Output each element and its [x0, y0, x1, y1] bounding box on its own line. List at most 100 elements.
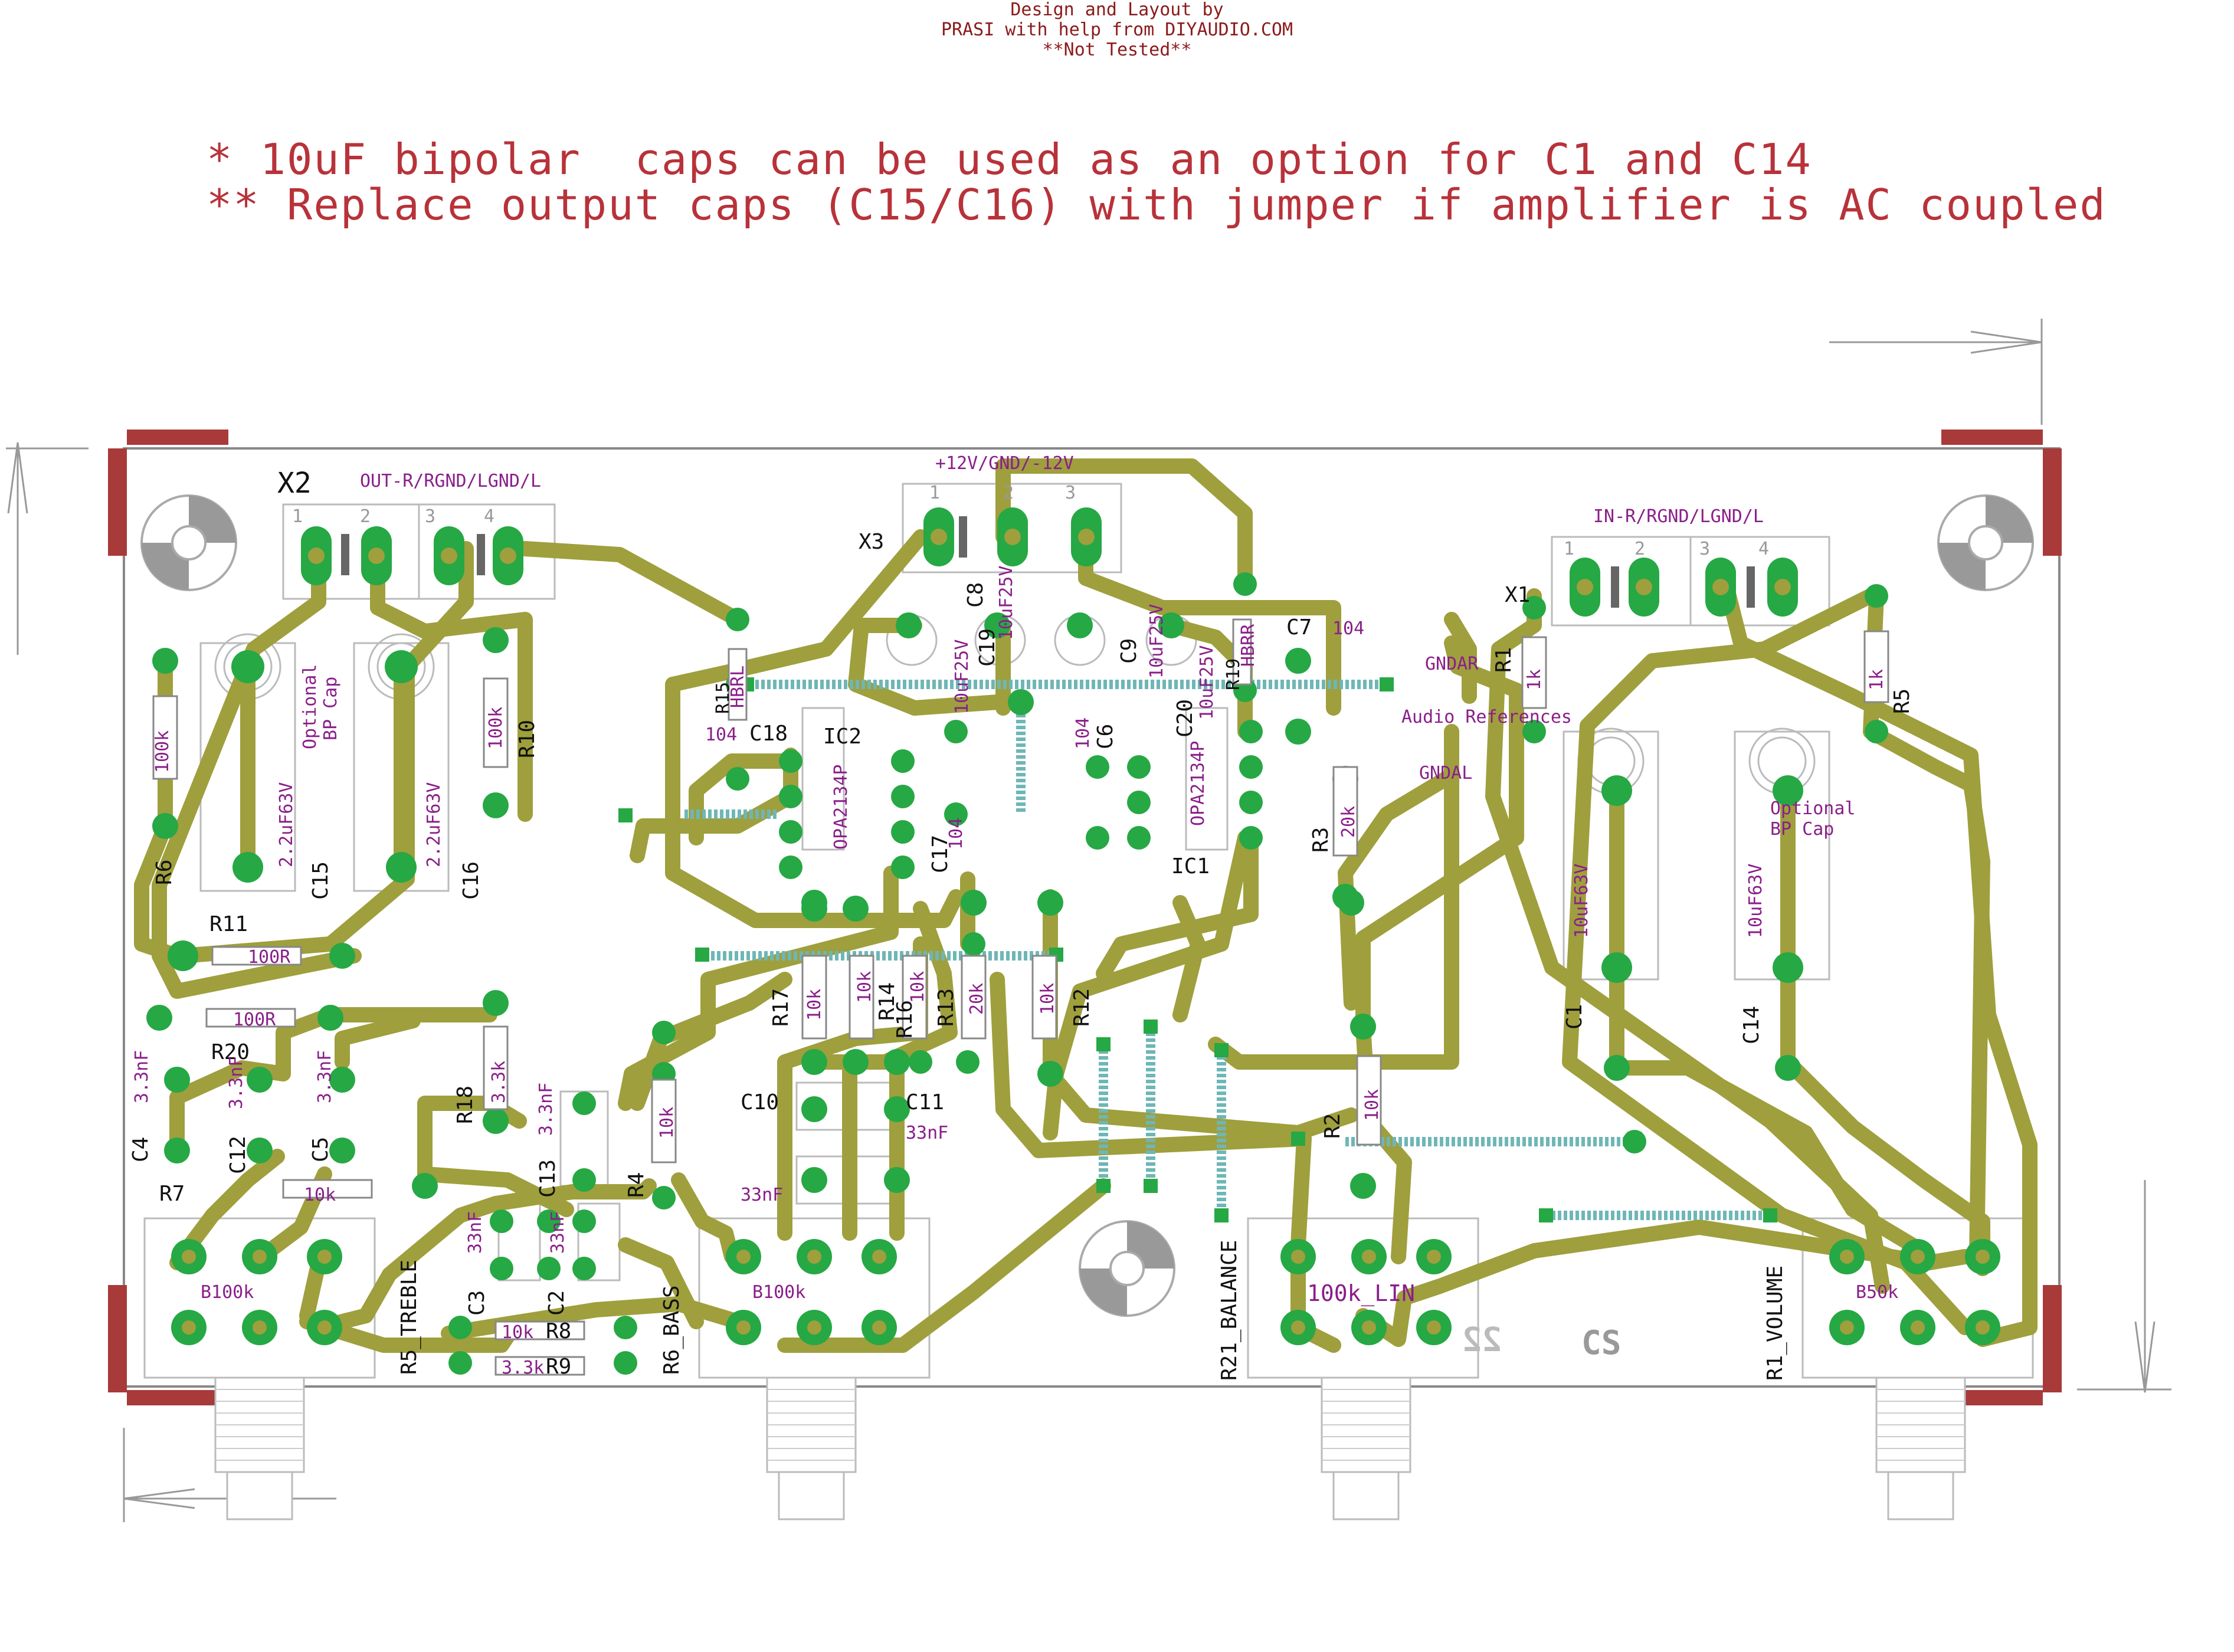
silk-rotated-labels: R6 C15 C16 R10 C19 C8 C9 C6 C20 R19 R15 …: [129, 582, 1914, 1381]
c17-label: C17: [928, 835, 952, 873]
x2-pin-label: OUT-R/RGND/LGND/L: [360, 471, 541, 491]
c8-label: C8: [964, 582, 988, 608]
c18-value: 104: [705, 725, 737, 745]
mounting-hole-icon: [1937, 494, 2034, 591]
r17-value: 10k: [804, 989, 825, 1021]
audio-ref-label: Audio References: [1401, 707, 1572, 727]
c1-value: 10uF63V: [1571, 864, 1592, 938]
c11-label: C11: [906, 1090, 944, 1115]
r9-label: R9: [546, 1355, 571, 1379]
c5-label: C5: [309, 1137, 333, 1162]
c15-optional: Optional: [300, 664, 320, 750]
treble-pot-value: B100k: [201, 1282, 254, 1303]
c8-value: 10uF25V: [996, 566, 1017, 640]
c20-label: C20: [1173, 699, 1197, 738]
c10-value: 33nF: [741, 1185, 783, 1205]
ic2-part: OPA2134P: [831, 765, 851, 850]
r8-value: 10k: [502, 1322, 533, 1343]
ic1-part: OPA2134P: [1188, 741, 1208, 827]
r14-value: 10k: [854, 971, 875, 1003]
c17-value: 104: [946, 818, 967, 850]
r7-value: 10k: [304, 1185, 336, 1205]
c14-optional: Optional: [1770, 798, 1856, 819]
svg-text:1: 1: [292, 506, 303, 527]
r2-label: R2: [1321, 1113, 1345, 1139]
r6-value: 100k: [152, 730, 173, 773]
c16-value: 2.2uF63V: [424, 782, 444, 868]
c13-label: C13: [536, 1159, 560, 1198]
r8-label: R8: [546, 1319, 571, 1343]
balance-pot-value: 100k_LIN: [1307, 1280, 1415, 1307]
x3-name: X3: [859, 530, 884, 554]
silk-ref-labels: X2 X3 X1 IC2 IC1 C18 C7 R11 R20 R7 C10 C…: [159, 467, 1530, 1379]
svg-text:CS: CS: [1581, 1324, 1621, 1362]
ic1-label: IC1: [1171, 854, 1210, 879]
bottom-traces: [684, 680, 1770, 1220]
r5-value: 1k: [1866, 669, 1887, 690]
c2-label: C2: [545, 1290, 569, 1316]
c1-label: C1: [1563, 1004, 1587, 1030]
bass-pot-value: B100k: [752, 1282, 805, 1303]
mounting-hole-icon: [1079, 1220, 1175, 1317]
c12-value: 3.3nF: [226, 1056, 247, 1109]
r10-value: 100k: [486, 707, 506, 749]
r3-label: R3: [1309, 827, 1333, 853]
r19-label: R19: [1223, 658, 1244, 690]
c9-value: 10uF25V: [1147, 604, 1167, 678]
note-bipolar-caps: * 10uF bipolar caps can be used as an op…: [207, 135, 1812, 184]
note-output-caps: ** Replace output caps (C15/C16) with ju…: [207, 180, 2107, 230]
c13-value: 3.3nF: [536, 1083, 556, 1136]
corner-bumpers: [108, 430, 2062, 1405]
r20-label: R20: [211, 1040, 250, 1064]
pot-pads: [171, 1239, 2000, 1345]
c5-value: 3.3nF: [315, 1050, 335, 1103]
r3-value: 20k: [1338, 806, 1359, 838]
c2-value: 33nF: [548, 1211, 568, 1254]
gndal-label: GNDAL: [1419, 763, 1472, 784]
pin-numbers: 1 2 3 4 1 2 3 1 2 3 4: [292, 483, 1769, 559]
c6-label: C6: [1093, 724, 1118, 749]
mounting-hole-icon: [140, 494, 237, 591]
r4-label: R4: [624, 1172, 648, 1198]
board-mark: 22 CS: [1462, 1321, 1622, 1362]
header-credit-line2: PRASI with help from DIYAUDIO.COM: [941, 19, 1293, 40]
svg-text:3: 3: [1065, 483, 1076, 503]
r12-label: R12: [1070, 988, 1094, 1027]
balance-pot-label: R21_BALANCE: [1217, 1240, 1242, 1381]
board-outline: [123, 447, 2061, 1388]
ic2-label: IC2: [823, 725, 862, 749]
r7-label: R7: [159, 1182, 185, 1206]
r5-label: R5: [1890, 689, 1914, 714]
r1-value: 1k: [1524, 669, 1545, 690]
r18-value: 3.3k: [489, 1061, 509, 1103]
pot-shafts: [214, 1376, 1966, 1520]
c11-value: 33nF: [906, 1123, 948, 1143]
resistor-bodies: [152, 618, 1889, 1376]
r4-value: 10k: [657, 1107, 677, 1139]
x3-pin-label: +12V/GND/-12V: [935, 453, 1074, 474]
svg-text:2: 2: [360, 506, 371, 527]
dimension-lines: [6, 319, 2171, 1522]
c3-label: C3: [465, 1290, 489, 1316]
volume-pot-value: B50k: [1856, 1282, 1898, 1303]
c19-label: C19: [975, 628, 1000, 667]
c3-value: 33nF: [465, 1211, 486, 1254]
gndar-label: GNDAR: [1425, 654, 1479, 674]
r6-label: R6: [152, 860, 176, 885]
c4-value: 3.3nF: [132, 1050, 152, 1103]
c14-bp-cap: BP Cap: [1770, 819, 1834, 840]
c15-bp-cap: BP Cap: [320, 677, 341, 740]
c7-label: C7: [1286, 615, 1312, 640]
r20-value: 100R: [233, 1009, 276, 1030]
r16-label: R16: [893, 1000, 917, 1038]
r1-label: R1: [1492, 647, 1516, 673]
svg-text:2: 2: [1634, 539, 1645, 559]
r16-value: 10k: [908, 971, 928, 1003]
c10-label: C10: [741, 1090, 779, 1115]
treble-pot-label: R5_TREBLE: [397, 1260, 421, 1375]
c19-value: 10uF25V: [952, 640, 972, 714]
r9-value: 3.3k: [502, 1358, 544, 1378]
r14-label: R14: [875, 982, 899, 1021]
svg-text:3: 3: [1699, 539, 1710, 559]
